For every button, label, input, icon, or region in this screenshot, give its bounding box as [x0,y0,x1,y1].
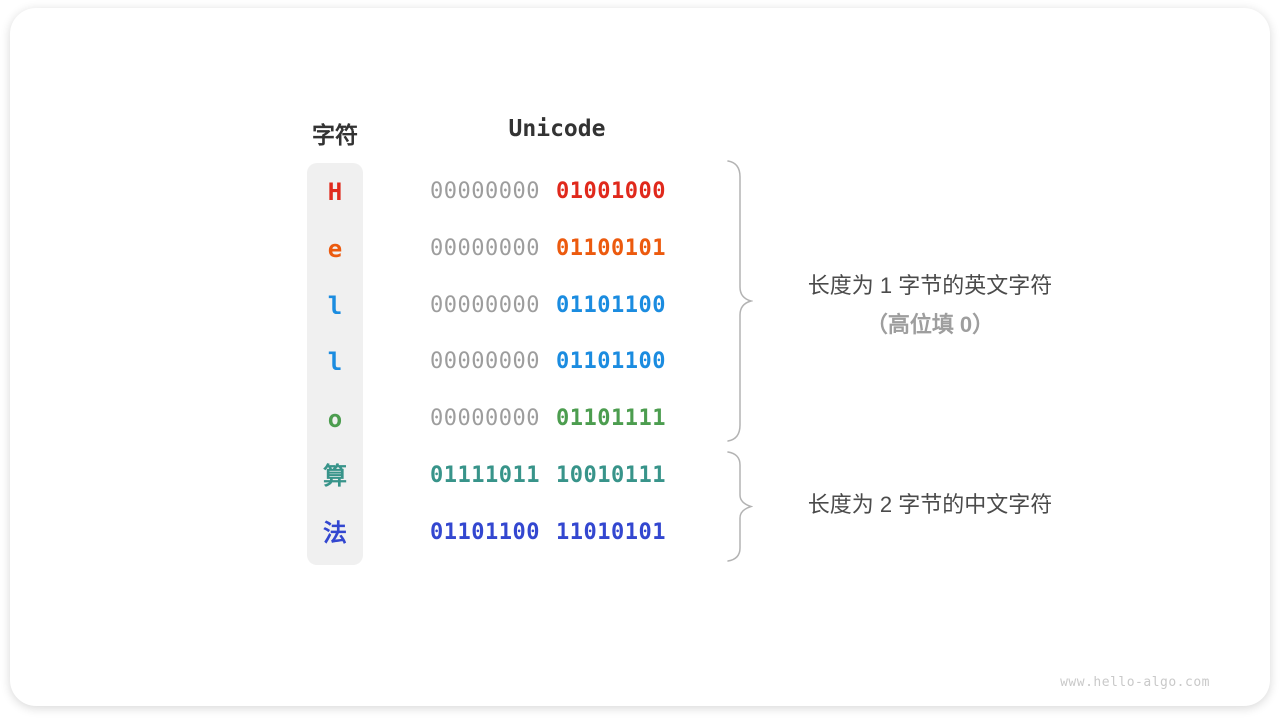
annotation-chinese-bytes: 长度为 2 字节的中文字符 [765,487,1095,519]
table-row: o 00000000 01101111 [0,404,1280,434]
byte2-cell: 01001000 [556,179,666,204]
byte1-cell: 00000000 [430,236,540,261]
annotation-english-bytes: 长度为 1 字节的英文字符 （高位填 0） [765,268,1095,339]
brace-chinese-group [727,451,753,562]
character-cell: l [327,348,343,376]
watermark-url: www.hello-algo.com [1060,675,1210,690]
byte2-cell: 10010111 [556,463,666,488]
byte1-cell: 01111011 [430,463,540,488]
annotation-line: 长度为 1 字节的英文字符 [807,273,1053,298]
byte2-cell: 01101111 [556,406,666,431]
byte1-cell: 00000000 [430,179,540,204]
character-column-background [307,163,363,565]
byte1-cell: 00000000 [430,349,540,374]
annotation-line-muted: （高位填 0） [865,312,995,337]
character-cell: 算 [323,462,347,490]
byte1-cell: 01101100 [430,520,540,545]
byte2-cell: 11010101 [556,520,666,545]
table-row: H 00000000 01001000 [0,177,1280,207]
byte2-cell: 01100101 [556,236,666,261]
column-header-unicode: Unicode [508,116,606,142]
column-header-character: 字符 [312,122,358,148]
brace-english-group [727,160,753,442]
table-row: 法 01101100 11010101 [0,518,1280,548]
byte2-cell: 01101100 [556,293,666,318]
figure-card [10,8,1270,706]
byte2-cell: 01101100 [556,349,666,374]
character-cell: o [327,405,343,433]
annotation-line: 长度为 2 字节的中文字符 [807,492,1053,517]
table-row: l 00000000 01101100 [0,291,1280,321]
character-cell: l [327,292,343,320]
table-row: 算 01111011 10010111 [0,461,1280,491]
byte1-cell: 00000000 [430,293,540,318]
table-row: l 00000000 01101100 [0,347,1280,377]
character-cell: e [327,235,343,263]
table-row: e 00000000 01100101 [0,234,1280,264]
character-cell: 法 [323,519,347,547]
byte1-cell: 00000000 [430,406,540,431]
character-cell: H [327,178,343,206]
